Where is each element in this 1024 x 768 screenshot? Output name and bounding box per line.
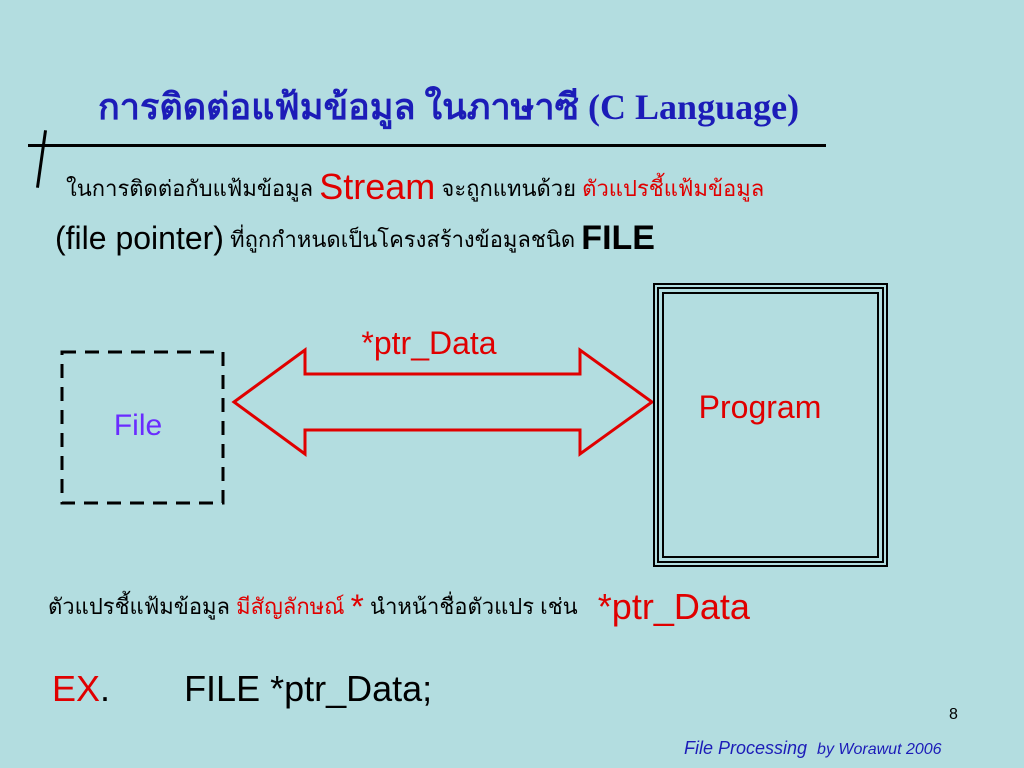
page-number: 8 xyxy=(949,706,958,723)
title-underline xyxy=(28,144,826,147)
footer-title: File Processing xyxy=(684,738,808,758)
program-box-inner xyxy=(662,292,879,558)
example-line: EX. FILE *ptr_Data; xyxy=(52,668,432,710)
body-line-2: (file pointer) ที่ถูกกำหนดเป็นโครงสร้างข… xyxy=(55,219,655,258)
double-arrow xyxy=(231,347,655,457)
example-label: EX xyxy=(52,668,101,709)
file-pointer-term-thai: ตัวแปรชี้แฟ้มข้อมูล xyxy=(582,176,765,201)
program-box-middle xyxy=(657,287,884,563)
file-pointer-term: (file pointer) xyxy=(55,220,224,256)
star-symbol: * xyxy=(350,588,364,626)
line3-middle: นำหน้าชื่อตัวแปร เช่น xyxy=(370,594,578,619)
file-type-term: FILE xyxy=(581,219,655,257)
line2-middle: ที่ถูกกำหนดเป็นโครงสร้างข้อมูลชนิด xyxy=(230,227,576,252)
program-label: Program xyxy=(699,389,822,425)
body-line-1: ในการติดต่อกับแฟ้มข้อมูล Stream จะถูกแทน… xyxy=(66,166,764,208)
example-code: FILE *ptr_Data; xyxy=(184,668,433,709)
line3-prefix: ตัวแปรชี้แฟ้มข้อมูล xyxy=(48,594,231,619)
stream-term: Stream xyxy=(319,166,436,207)
example-variable: *ptr_Data xyxy=(597,586,750,627)
slide-title: การติดต่อแฟ้มข้อมูล ในภาษาซี (C Language… xyxy=(98,87,800,127)
footer-author: by Worawut 2006 xyxy=(817,741,942,758)
symbol-text: มีสัญลักษณ์ xyxy=(236,594,345,619)
line1-middle: จะถูกแทนด้วย xyxy=(441,176,577,201)
footer: File Processing by Worawut 2006 xyxy=(684,738,942,759)
arrow-label: *ptr_Data xyxy=(361,325,496,361)
example-dot: . xyxy=(100,668,111,709)
file-box xyxy=(60,350,225,505)
file-label: File xyxy=(114,409,162,442)
program-box-outer xyxy=(653,283,888,567)
line1-prefix: ในการติดต่อกับแฟ้มข้อมูล xyxy=(66,176,314,201)
body-line-3: ตัวแปรชี้แฟ้มข้อมูล มีสัญลักษณ์ * นำหน้า… xyxy=(48,586,750,628)
